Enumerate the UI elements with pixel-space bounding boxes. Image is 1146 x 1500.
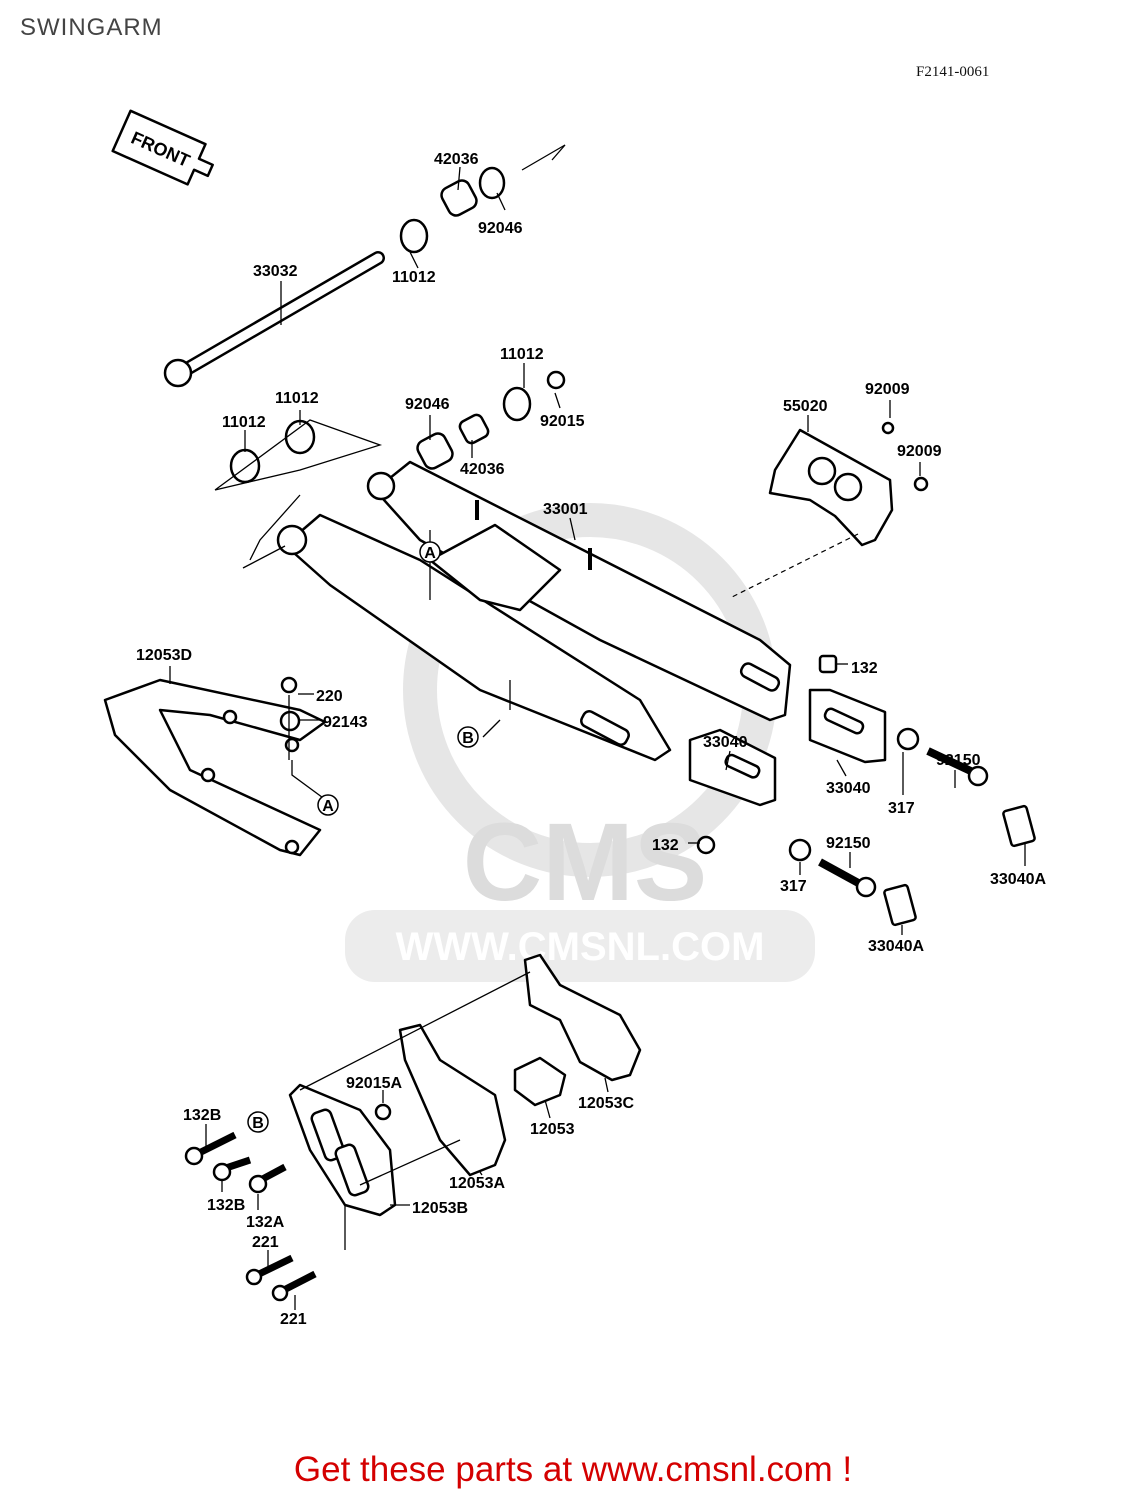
callout-317-right: 317 — [888, 800, 915, 817]
callout-220: 220 — [316, 688, 343, 705]
bushings-mid — [214, 370, 566, 561]
callout-11012-top: 11012 — [392, 269, 436, 286]
part-callouts: 42036 92046 33032 11012 11012 92046 9201… — [136, 151, 1046, 1328]
callout-221-b: 221 — [280, 1311, 307, 1328]
callout-33040A-right: 33040A — [990, 871, 1046, 888]
front-arrow: FRONT — [111, 109, 214, 186]
chain-adjusters — [688, 654, 1036, 927]
callout-33040A-mid: 33040A — [868, 938, 924, 955]
callout-92009-a: 92009 — [865, 381, 910, 398]
callout-12053: 12053 — [530, 1121, 575, 1138]
callout-11012-left-a: 11012 — [222, 414, 266, 431]
chain-guide-assembly — [184, 953, 642, 1302]
swingarm-exploded-diagram: CMS WWW.CMSNL.COM FRONT — [103, 109, 1046, 1328]
leader-lines — [169, 166, 1026, 1310]
callout-33001: 33001 — [543, 501, 588, 518]
callout-317-mid: 317 — [780, 878, 807, 895]
swingarm-body — [242, 460, 792, 762]
callout-92150-mid: 92150 — [826, 835, 871, 852]
callout-55020: 55020 — [783, 398, 828, 415]
ref-a-arm: A — [424, 545, 436, 562]
callout-33032: 33032 — [253, 263, 298, 280]
callout-132-right: 132 — [851, 660, 878, 677]
callout-92150-right: 92150 — [936, 752, 981, 769]
callout-92143: 92143 — [323, 714, 368, 731]
callout-33040-mid: 33040 — [703, 734, 748, 751]
callout-12053B: 12053B — [412, 1200, 468, 1217]
callout-221-a: 221 — [252, 1234, 279, 1251]
watermark-url-text: WWW.CMSNL.COM — [396, 925, 765, 969]
callout-132-mid: 132 — [652, 837, 679, 854]
reference-markers: A A B B — [247, 541, 479, 1133]
ref-b-arm: B — [462, 730, 474, 747]
callout-11012-left-b: 11012 — [275, 390, 319, 407]
callout-92015A: 92015A — [346, 1075, 402, 1092]
ref-a-guide: A — [322, 798, 334, 815]
callout-42036-mid: 42036 — [460, 461, 505, 478]
ref-b-guide: B — [252, 1115, 264, 1132]
callout-92046-mid: 92046 — [405, 396, 450, 413]
callout-12053D: 12053D — [136, 647, 192, 664]
callout-12053A: 12053A — [449, 1175, 505, 1192]
callout-132B-b: 132B — [207, 1197, 245, 1214]
callout-33040-right: 33040 — [826, 780, 871, 797]
callout-92009-b: 92009 — [897, 443, 942, 460]
callout-92046-top: 92046 — [478, 220, 523, 237]
drawing-code: F2141-0061 — [916, 64, 990, 80]
callout-132B-a: 132B — [183, 1107, 221, 1124]
page-title: SWINGARM — [20, 14, 163, 41]
callout-92015: 92015 — [540, 413, 585, 430]
callout-132A: 132A — [246, 1214, 285, 1231]
pivot-shaft — [163, 144, 566, 388]
callout-12053C: 12053C — [578, 1095, 634, 1112]
callout-42036-top: 42036 — [434, 151, 479, 168]
watermark-logo-text: CMS — [463, 801, 707, 924]
footer-cta-link[interactable]: Get these parts at www.cmsnl.com ! — [293, 1450, 853, 1489]
mud-guard-plate — [731, 421, 929, 598]
callout-11012-mid: 11012 — [500, 346, 544, 363]
bushings-top — [399, 166, 506, 254]
chain-slider — [103, 676, 331, 857]
